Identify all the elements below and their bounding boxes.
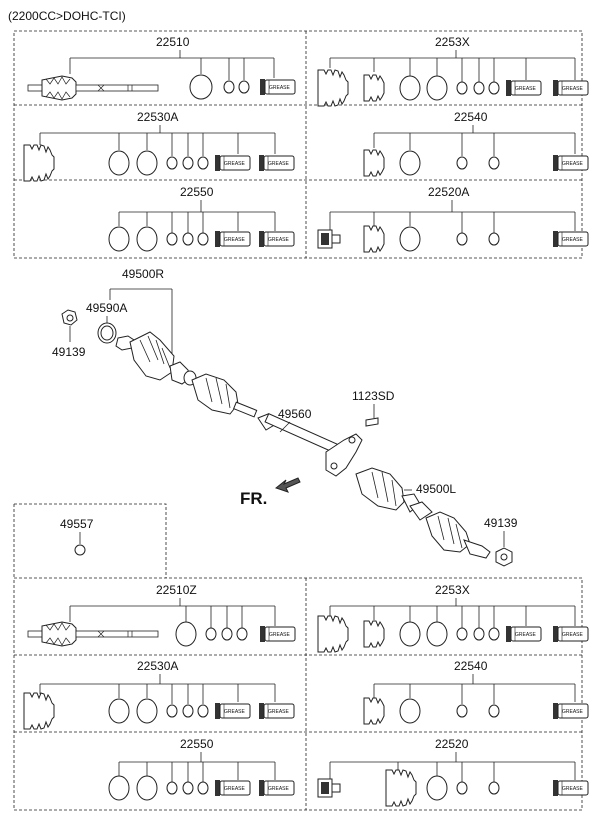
svg-text:22540: 22540 [454,659,488,673]
svg-text:GREASE: GREASE [224,161,246,167]
kit-22520a[interactable]: 22520A GREASE [317,185,589,253]
svg-text:GREASE: GREASE [562,709,584,715]
svg-text:GREASE: GREASE [562,632,584,638]
kit-22510[interactable]: 22510 GREASE [27,35,296,101]
svg-text:GREASE: GREASE [515,632,537,638]
part-label-49557: 49557 [60,517,94,531]
kit-22530a-top[interactable]: 22530A GREASE GREASE [23,110,295,182]
svg-text:GREASE: GREASE [269,632,291,638]
svg-text:2253X: 2253X [435,35,470,49]
driveshaft-assembly: 49500R 49590A 49139 49560 1123SD [52,267,518,567]
part-label-49560[interactable]: 49560 [278,407,312,421]
kit-label: 22510 [156,35,190,49]
clamp-ring-icon [189,74,213,100]
kit-22520[interactable]: 22520 GREASE [317,737,589,807]
svg-text:2253X: 2253X [435,583,470,597]
svg-text:GREASE: GREASE [562,786,584,792]
svg-text:GREASE: GREASE [268,786,290,792]
kit-22540-top[interactable]: 22540 GREASE [363,110,589,177]
part-label-1123sd[interactable]: 1123SD [352,389,395,403]
part-label-49590a[interactable]: 49590A [86,301,127,315]
svg-text:22530A: 22530A [137,110,178,124]
diagram-title: (2200CC>DOHC-TCI) [8,9,126,23]
svg-text:22520A: 22520A [428,185,469,199]
svg-text:GREASE: GREASE [269,85,291,91]
inner-cv-boot-left [355,467,405,511]
svg-text:GREASE: GREASE [224,786,246,792]
svg-text:GREASE: GREASE [268,709,290,715]
svg-text:GREASE: GREASE [515,86,537,92]
front-direction-label: FR. [240,489,267,508]
inner-cv-boot-right [191,373,239,415]
top-kit-grid [13,30,583,259]
kit-2253x-bottom[interactable]: 2253X GREASE GREASE [317,583,589,653]
kit-22510z[interactable]: 22510Z GREASE [27,583,296,647]
front-arrow-icon [274,477,301,493]
kit-22530a-bottom[interactable]: 22530A GREASE GREASE [23,659,295,730]
part-label-49500r[interactable]: 49500R [122,267,164,281]
outer-cv-boot-right [129,331,175,381]
svg-text:GREASE: GREASE [268,161,290,167]
svg-text:GREASE: GREASE [224,709,246,715]
bearing-bracket [325,433,363,477]
svg-text:22550: 22550 [180,185,214,199]
svg-text:GREASE: GREASE [268,237,290,243]
svg-text:GREASE: GREASE [562,237,584,243]
kit-2253x-top[interactable]: 2253X GREASE GREASE [317,35,589,107]
svg-text:22550: 22550 [180,737,214,751]
bottom-kit-grid [13,577,583,811]
part-label-49500l[interactable]: 49500L [416,482,456,496]
kit-22540-bottom[interactable]: 22540 GREASE [363,659,589,725]
svg-text:GREASE: GREASE [562,86,584,92]
svg-text:22530A: 22530A [137,659,178,673]
part-label-49139-right[interactable]: 49139 [484,516,518,530]
svg-text:22520: 22520 [435,737,469,751]
part-box-49557[interactable]: 49557 [13,503,167,578]
clip-49557-icon [74,544,86,556]
bolt-1123sd-icon [365,417,379,427]
kit-22550-top[interactable]: 22550 GREASE GREASE [108,185,295,252]
svg-text:GREASE: GREASE [224,237,246,243]
svg-text:GREASE: GREASE [562,161,584,167]
svg-text:22540: 22540 [454,110,488,124]
kit-22550-bottom[interactable]: 22550 GREASE GREASE [108,737,295,801]
part-label-49139-left[interactable]: 49139 [52,345,86,359]
svg-text:22510Z: 22510Z [156,583,197,597]
